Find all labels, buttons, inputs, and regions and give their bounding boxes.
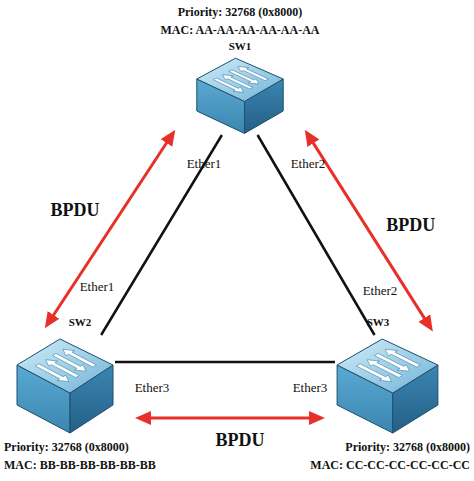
- switch-arrows: [211, 64, 271, 94]
- bpdu-arrow: [50, 138, 169, 320]
- switch-icon: [15, 335, 115, 435]
- switch-arrow: [234, 64, 270, 82]
- port-label: Ether3: [293, 381, 328, 394]
- switch-top-face: [17, 339, 113, 393]
- port-label: Ether1: [80, 280, 115, 293]
- switch-arrow: [59, 347, 99, 369]
- port-label: Ether2: [291, 157, 326, 170]
- switch-icon: [335, 335, 440, 435]
- switch-arrow: [381, 347, 423, 369]
- switch-spec: Priority: 32768 (0x8000): [345, 441, 470, 453]
- edge-label: BPDU: [216, 431, 265, 449]
- switch-arrows: [33, 347, 99, 385]
- port-label: Ether1: [187, 157, 222, 170]
- bpdu-arrow: [145, 417, 315, 420]
- switch-spec: Priority: 32768 (0x8000): [4, 441, 129, 453]
- edge-label: BPDU: [386, 216, 435, 234]
- port-label: Ether2: [363, 284, 398, 297]
- switch-spec: MAC: BB-BB-BB-BB-BB-BB: [4, 459, 156, 471]
- network-switch: SW3Priority: 32768 (0x8000)MAC: CC-CC-CC…: [335, 335, 440, 435]
- link-line: [258, 135, 375, 335]
- switch-icon: [195, 55, 285, 135]
- switch-arrows: [354, 347, 424, 385]
- switch-spec: MAC: CC-CC-CC-CC-CC-CC: [310, 459, 470, 471]
- port-label: Ether3: [135, 381, 170, 394]
- switch-name: SW3: [367, 317, 390, 328]
- switch-top-face: [337, 339, 438, 393]
- network-switch: SW2Priority: 32768 (0x8000)MAC: BB-BB-BB…: [15, 335, 115, 435]
- switch-spec: Priority: 32768 (0x8000): [178, 6, 303, 18]
- link-line: [101, 135, 222, 335]
- link-line: [115, 361, 335, 364]
- switch-spec: MAC: AA-AA-AA-AA-AA-AA: [161, 24, 320, 36]
- switch-top-face: [197, 58, 283, 101]
- switch-name: SW2: [69, 317, 92, 328]
- edge-label: BPDU: [51, 201, 100, 219]
- network-switch: Priority: 32768 (0x8000)MAC: AA-AA-AA-AA…: [195, 55, 285, 135]
- switch-name: SW1: [229, 41, 252, 52]
